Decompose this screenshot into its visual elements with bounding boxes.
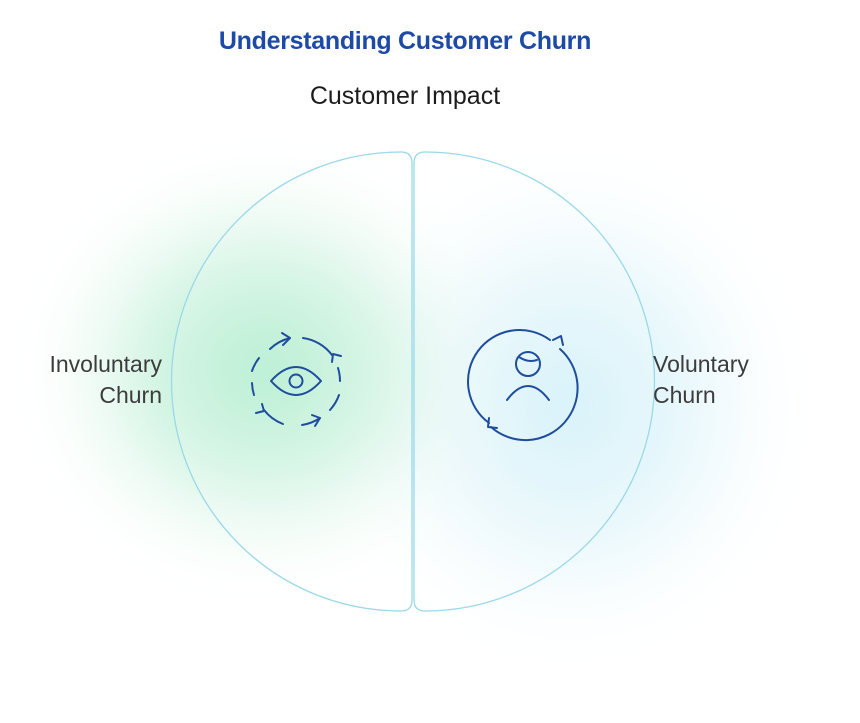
glow-left: [20, 145, 510, 595]
voluntary-label-line2: Churn: [653, 382, 716, 408]
diagram-title: Understanding Customer Churn: [218, 27, 592, 55]
diagram-subtitle: Customer Impact: [309, 82, 501, 110]
right-half-segment[interactable]: [413, 151, 656, 612]
voluntary-label-line1: Voluntary: [653, 351, 749, 377]
user-refresh-icon: [467, 329, 579, 442]
left-half-segment[interactable]: [170, 151, 413, 612]
involuntary-label-line2: Churn: [99, 382, 162, 408]
voluntary-churn-label: Voluntary Churn: [653, 349, 833, 411]
involuntary-label-line1: Involuntary: [49, 351, 162, 377]
eye-cycle-icon: [251, 332, 342, 427]
involuntary-churn-label: Involuntary Churn: [10, 349, 162, 411]
